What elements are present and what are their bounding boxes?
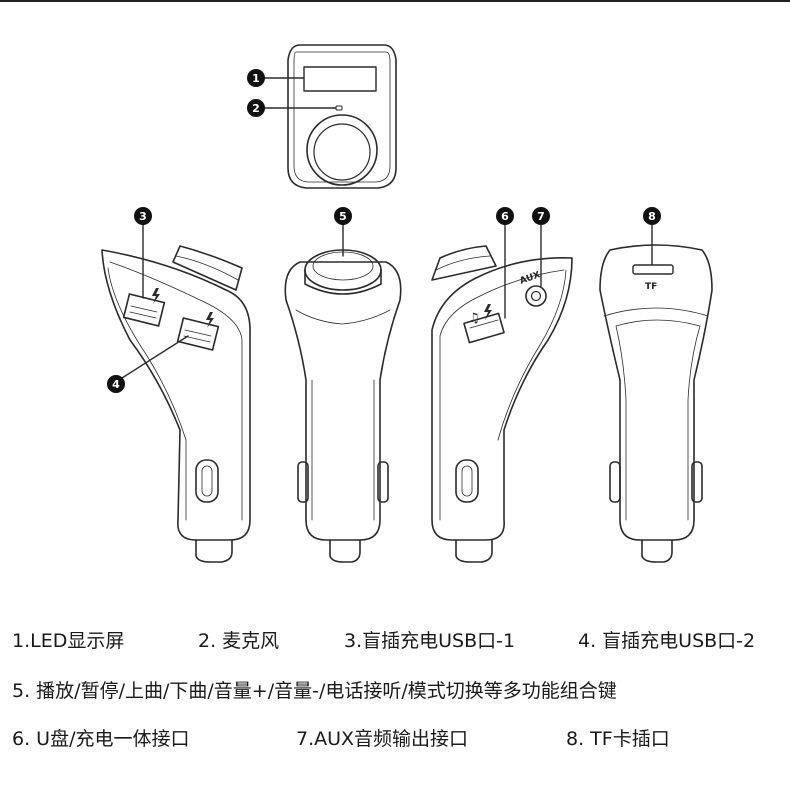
svg-text:5: 5 (339, 210, 347, 223)
knob-outer (306, 114, 378, 186)
legend-item-7: 7.AUX音频输出接口 (296, 728, 469, 750)
lightning-icon (484, 304, 492, 320)
legend-row-2: 5. 播放/暂停/上曲/下曲/音量+/音量-/电话接听/模式切换等多功能组合键 (0, 676, 790, 706)
callout-badge-2: 2 (247, 99, 265, 117)
leader-lines (121, 77, 653, 379)
legend-item-4: 4. 盲插充电USB口-2 (578, 630, 756, 652)
knob-inner (313, 123, 371, 181)
svg-text:4: 4 (112, 378, 120, 391)
top-rule (0, 0, 790, 2)
microphone-hole (335, 105, 343, 111)
callout-badge-6: 6 (496, 207, 514, 225)
front-view-device (284, 249, 402, 563)
aux-label: AUX (519, 270, 542, 287)
svg-text:7: 7 (537, 210, 545, 223)
callout-badge-1: 1 (247, 69, 265, 87)
callout-badge-5: 5 (334, 207, 352, 225)
tf-card-slot (632, 264, 674, 275)
lightning-icon (206, 312, 214, 328)
svg-text:2: 2 (252, 102, 260, 115)
callout-badge-8: 8 (643, 207, 661, 225)
usb-port-2 (176, 317, 220, 351)
lightning-icon (152, 288, 160, 304)
legend-item-5: 5. 播放/暂停/上曲/下曲/音量+/音量-/电话接听/模式切换等多功能组合键 (12, 680, 617, 702)
top-view-device (287, 44, 397, 189)
legend-row-3: 6. U盘/充电一体接口 7.AUX音频输出接口 8. TF卡插口 (0, 724, 790, 754)
callout-badge-4: 4 (107, 375, 125, 393)
side-view-right-device (431, 245, 573, 563)
music-note-icon: ♫ (468, 311, 480, 326)
callout-badge-7: 7 (532, 207, 550, 225)
side-view-left-device (101, 245, 251, 563)
legend-item-6: 6. U盘/充电一体接口 (12, 728, 190, 750)
usb-tf-combo-port (463, 312, 505, 344)
tf-label: TF (645, 282, 657, 292)
svg-text:8: 8 (648, 210, 656, 223)
svg-text:1: 1 (252, 72, 260, 85)
legend-item-8: 8. TF卡插口 (566, 728, 670, 750)
svg-text:6: 6 (501, 210, 509, 223)
legend-row-1: 1.LED显示屏 2. 麦克风 3.盲插充电USB口-1 4. 盲插充电USB口… (0, 626, 790, 656)
device-diagram: ♫ AUX TF 1 2 3 4 5 6 7 8 (101, 44, 713, 563)
aux-port (525, 285, 547, 307)
legend-item-2: 2. 麦克风 (198, 630, 280, 652)
usb-port-1 (122, 293, 166, 327)
legend-item-3: 3.盲插充电USB口-1 (344, 630, 516, 652)
svg-text:3: 3 (139, 210, 147, 223)
led-display (303, 66, 377, 92)
callout-badge-3: 3 (134, 207, 152, 225)
legend-item-1: 1.LED显示屏 (12, 630, 125, 652)
back-view-device (599, 244, 713, 563)
